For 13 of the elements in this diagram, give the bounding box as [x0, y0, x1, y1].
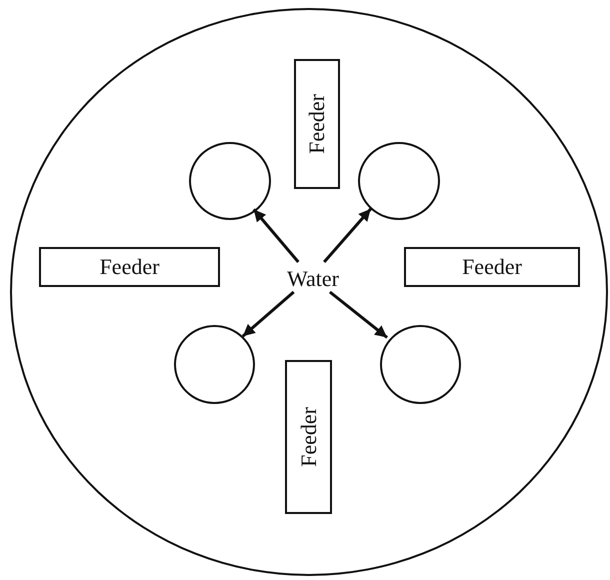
feeder-box: Feeder	[404, 247, 580, 287]
arrow	[323, 208, 372, 263]
arrow	[242, 290, 295, 338]
circle-outline	[358, 142, 440, 220]
feeder-box: Feeder	[285, 360, 332, 514]
circle-outline	[189, 142, 271, 220]
circle-outline	[380, 325, 461, 404]
arena-circle-outline	[10, 8, 608, 576]
circle-outline	[174, 325, 255, 404]
feeder-box: Feeder	[294, 59, 340, 189]
feeder-box: Feeder	[39, 247, 220, 287]
arrow	[328, 290, 388, 339]
arrow	[252, 208, 300, 263]
